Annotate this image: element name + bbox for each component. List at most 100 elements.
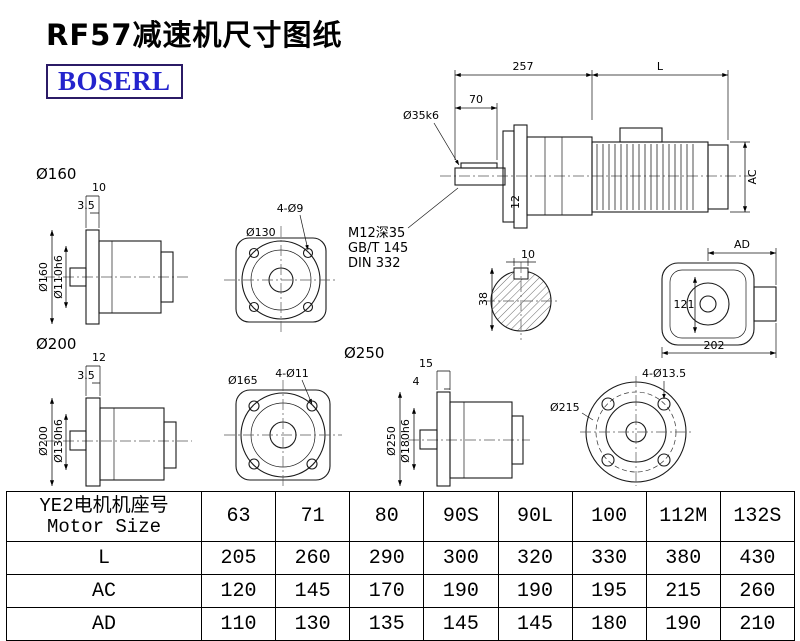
dim-12: 12	[509, 195, 522, 209]
table-cell: 260	[275, 541, 351, 575]
table-row-AC: AC 120 145 170 190 190 195 215 260	[6, 574, 796, 608]
table-cell: 190	[645, 607, 721, 641]
output-shaft	[419, 429, 438, 450]
row-label-AC: AC	[6, 574, 202, 608]
table-cell: 215	[645, 574, 721, 608]
flange-160-label: Ø160	[36, 165, 76, 183]
flange-160-side-view: Ø160 10 3.5 Ø160 Ø110h6	[36, 165, 190, 325]
dim-spigot-dia: Ø180h6	[399, 419, 412, 463]
bolt-hole	[657, 453, 671, 467]
table-cell: 145	[497, 607, 573, 641]
dim-38: 38	[477, 292, 490, 306]
dim-257: 257	[513, 60, 534, 73]
table-cell: 170	[349, 574, 425, 608]
dim-202: 202	[704, 339, 725, 352]
table-cell: 380	[645, 541, 721, 575]
table-row-AD: AD 110 130 135 145 145 180 190 210	[6, 607, 796, 641]
bolt-hole	[306, 458, 318, 470]
table-col-header: 90S	[423, 491, 499, 542]
standard-din: DIN 332	[348, 256, 401, 271]
table-cell: 205	[200, 541, 277, 575]
output-shaft	[69, 430, 87, 451]
dim-AC: AC	[746, 169, 759, 184]
dim-key-width: 10	[521, 248, 535, 261]
table-cell: 110	[200, 607, 277, 641]
table-cell: 190	[497, 574, 573, 608]
dim-outer-dia: Ø250	[385, 426, 398, 456]
motor-size-header-cn: YE2电机机座号	[39, 494, 169, 517]
bolt-hole	[248, 400, 260, 412]
bolt-holes-4x13-5: 4-Ø13.5	[642, 367, 686, 380]
table-col-header: 100	[571, 491, 647, 542]
table-cell: 320	[497, 541, 573, 575]
flange-250-side-view: 15 4 Ø250 Ø180h6	[385, 357, 530, 487]
bolt-hole	[601, 453, 615, 467]
bolt-hole	[302, 301, 314, 313]
table-cell: 430	[719, 541, 796, 575]
dim-10: 10	[92, 181, 106, 194]
table-col-header: 132S	[719, 491, 796, 542]
row-label-L: L	[6, 541, 202, 575]
logo-text: BOSERL	[58, 66, 171, 96]
dim-12b: 12	[92, 351, 106, 364]
flange-215-label: Ø215	[550, 401, 580, 414]
table-col-header: 63	[200, 491, 277, 542]
table-header-row: YE2电机机座号 Motor Size 63 71 80 90S 90L 100…	[6, 491, 796, 542]
flange-130-front-view: 4-Ø9 Ø130	[224, 202, 338, 334]
dim-outer-dia: Ø200	[37, 426, 50, 456]
terminal-box-side	[753, 286, 777, 322]
table-col-header: 71	[275, 491, 351, 542]
shaft-cross-section: 10 38	[477, 248, 558, 340]
input-shaft	[454, 167, 506, 186]
bolt-holes-4x9: 4-Ø9	[277, 202, 304, 215]
table-row-L: L 205 260 290 300 320 330 380 430	[6, 541, 796, 575]
bolt-hole	[248, 458, 260, 470]
dim-3-5b: 3.5	[77, 369, 95, 382]
main-assembly-view: 257 L 70 Ø35k6 AC 12 M12深35 GB/T 145 DIN…	[348, 60, 759, 271]
dim-121: 121	[674, 298, 695, 311]
table-cell: 195	[571, 574, 647, 608]
dim-outer-dia: Ø160	[37, 262, 50, 292]
boserl-logo: BOSERL	[46, 64, 183, 99]
flange-165-label: Ø165	[228, 374, 258, 387]
table-col-header: 80	[349, 491, 425, 542]
table-cell: 120	[200, 574, 277, 608]
table-cell: 210	[719, 607, 796, 641]
flange-plate	[436, 391, 451, 487]
dim-AD: AD	[734, 238, 750, 251]
bolt-hole	[657, 397, 671, 411]
dim-spigot-dia: Ø130h6	[52, 419, 65, 463]
table-cell: 300	[423, 541, 499, 575]
table-cell: 145	[423, 607, 499, 641]
dim-3-5: 3.5	[77, 199, 95, 212]
bolt-hole	[302, 247, 314, 259]
flange-200-label: Ø200	[36, 335, 76, 353]
standard-gbt: GB/T 145	[348, 241, 408, 256]
table-cell: 130	[275, 607, 351, 641]
motor-rear-view: AD 121 202	[661, 238, 777, 358]
technical-drawing-canvas: 257 L 70 Ø35k6 AC 12 M12深35 GB/T 145 DIN…	[36, 60, 777, 487]
motor-size-header-en: Motor Size	[46, 516, 162, 539]
dim-L: L	[657, 60, 664, 73]
bolt-hole	[248, 247, 260, 259]
flange-215-front-view: 4-Ø13.5 Ø215	[550, 367, 692, 486]
table-cell: 145	[275, 574, 351, 608]
motor-size-header: YE2电机机座号 Motor Size	[6, 491, 202, 542]
table-col-header: 112M	[645, 491, 721, 542]
dim-spigot-dia: Ø110h6	[52, 255, 65, 299]
flange-200-side-view: Ø200 12 3.5 Ø200 Ø130h6	[36, 335, 192, 487]
table-cell: 180	[571, 607, 647, 641]
dim-70: 70	[469, 93, 483, 106]
table-cell: 260	[719, 574, 796, 608]
gear-body	[99, 407, 165, 481]
table-cell: 330	[571, 541, 647, 575]
bolt-hole	[306, 400, 318, 412]
flange-250-section-label: Ø250	[344, 344, 384, 362]
page-title: RF57减速机尺寸图纸	[46, 18, 343, 52]
bolt-hole	[601, 397, 615, 411]
flange-130-label: Ø130	[246, 226, 276, 239]
bolt-hole	[248, 301, 260, 313]
dim-15: 15	[419, 357, 433, 370]
table-cell: 290	[349, 541, 425, 575]
